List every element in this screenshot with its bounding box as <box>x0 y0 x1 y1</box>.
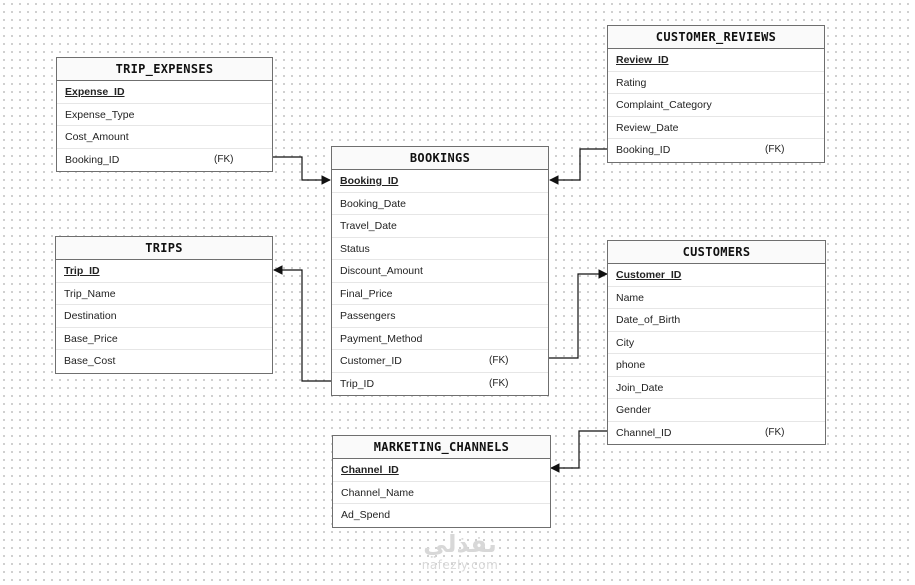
relationship-customers-to-marketing-channels <box>550 430 608 473</box>
entity-marketing-channels[interactable]: MARKETING_CHANNELS Channel_ID Channel_Na… <box>332 435 551 528</box>
attribute-row: Review_ID <box>608 49 824 72</box>
entity-title: CUSTOMER_REVIEWS <box>608 26 824 49</box>
entity-title: CUSTOMERS <box>608 241 825 264</box>
attribute-name: Booking_Date <box>340 197 406 210</box>
attribute-row: Expense_Type <box>57 104 272 126</box>
watermark-domain-text: nafezly.com <box>421 558 499 572</box>
attribute-row: Complaint_Category <box>608 94 824 117</box>
attribute-row: Booking_Date <box>332 193 548 215</box>
attribute-name: Travel_Date <box>340 220 397 232</box>
entity-customers[interactable]: CUSTOMERS Customer_ID Name Date_of_Birth… <box>607 240 826 445</box>
attribute-row: Discount_Amount <box>332 260 548 283</box>
attribute-name: Name <box>616 291 645 304</box>
attribute-name: Cost_Amount <box>65 131 129 143</box>
relationship-bookings-to-customers <box>549 269 608 359</box>
attribute-row: Base_Price <box>56 328 272 350</box>
attribute-name: Channel_ID <box>341 464 399 476</box>
attribute-name: Booking_ID <box>616 144 671 156</box>
entity-trips[interactable]: TRIPS Trip_ID Trip_Name Destination Base… <box>55 236 273 374</box>
fk-marker: (FK) <box>489 355 509 366</box>
attribute-row: Booking_ID <box>332 170 548 193</box>
attribute-name: Channel_Name <box>341 486 414 499</box>
attribute-name: Base_Cost <box>64 355 116 367</box>
entity-trip-expenses[interactable]: TRIP_EXPENSES Expense_ID Expense_Type Co… <box>56 57 273 172</box>
attribute-row: Channel_ID (FK) <box>608 422 825 445</box>
attribute-name: Expense_Type <box>65 108 135 121</box>
attribute-name: Status <box>340 242 370 255</box>
entity-title: MARKETING_CHANNELS <box>333 436 550 459</box>
attribute-name: phone <box>616 359 646 371</box>
attribute-name: Booking_ID <box>340 175 399 187</box>
attribute-row: phone <box>608 354 825 377</box>
attribute-row: Rating <box>608 72 824 94</box>
attribute-row: Ad_Spend <box>333 504 550 527</box>
attribute-name: Base_Price <box>64 332 118 345</box>
attribute-name: Customer_ID <box>340 355 402 367</box>
attribute-name: Trip_ID <box>340 377 375 390</box>
attribute-row: Status <box>332 238 548 260</box>
attribute-name: Discount_Amount <box>340 265 423 277</box>
attribute-name: Date_of_Birth <box>616 314 681 326</box>
attribute-row: Expense_ID <box>57 81 272 104</box>
attribute-name: Ad_Spend <box>341 509 391 521</box>
attribute-row: Destination <box>56 305 272 328</box>
relationship-bookings-to-trips <box>273 265 332 382</box>
attribute-row: Base_Cost <box>56 350 272 373</box>
attribute-name: City <box>616 336 635 349</box>
attribute-row: Trip_ID <box>56 260 272 283</box>
attribute-row: Review_Date <box>608 117 824 139</box>
attribute-name: Trip_Name <box>64 287 116 300</box>
relationship-customer-reviews-to-bookings <box>549 148 608 185</box>
attribute-name: Final_Price <box>340 287 393 300</box>
fk-marker: (FK) <box>489 377 509 389</box>
attribute-row: Final_Price <box>332 283 548 305</box>
attribute-row: Channel_ID <box>333 459 550 482</box>
relationship-trip-expenses-to-bookings <box>272 156 331 185</box>
attribute-name: Review_Date <box>616 121 679 134</box>
attribute-name: Channel_ID <box>616 426 672 439</box>
attribute-row: Customer_ID (FK) <box>332 350 548 373</box>
attribute-row: Trip_ID (FK) <box>332 373 548 396</box>
attribute-name: Booking_ID <box>65 153 120 166</box>
watermark-arabic-text: نفذلي <box>423 530 497 558</box>
attribute-row: Booking_ID (FK) <box>608 139 824 162</box>
attribute-row: Booking_ID (FK) <box>57 149 272 172</box>
attribute-name: Customer_ID <box>616 269 682 281</box>
attribute-row: Payment_Method <box>332 328 548 350</box>
entity-title: TRIP_EXPENSES <box>57 58 272 81</box>
fk-marker: (FK) <box>765 426 785 438</box>
attribute-row: Trip_Name <box>56 283 272 305</box>
attribute-row: City <box>608 332 825 354</box>
attribute-name: Payment_Method <box>340 332 423 345</box>
attribute-name: Review_ID <box>616 54 669 66</box>
entity-bookings[interactable]: BOOKINGS Booking_ID Booking_Date Travel_… <box>331 146 549 396</box>
attribute-row: Customer_ID <box>608 264 825 287</box>
entity-title: TRIPS <box>56 237 272 260</box>
attribute-row: Join_Date <box>608 377 825 399</box>
fk-marker: (FK) <box>765 144 785 155</box>
attribute-row: Channel_Name <box>333 482 550 504</box>
watermark-logo: نفذلي nafezly.com <box>400 530 520 572</box>
attribute-name: Rating <box>616 76 647 89</box>
entity-title: BOOKINGS <box>332 147 548 170</box>
entity-customer-reviews[interactable]: CUSTOMER_REVIEWS Review_ID Rating Compla… <box>607 25 825 163</box>
attribute-name: Trip_ID <box>64 265 100 277</box>
attribute-row: Gender <box>608 399 825 422</box>
attribute-row: Passengers <box>332 305 548 328</box>
attribute-row: Name <box>608 287 825 309</box>
attribute-name: Complaint_Category <box>616 99 712 111</box>
attribute-row: Travel_Date <box>332 215 548 238</box>
attribute-name: Destination <box>64 310 117 322</box>
fk-marker: (FK) <box>214 153 234 165</box>
attribute-name: Join_Date <box>616 381 664 394</box>
attribute-name: Gender <box>616 404 652 416</box>
attribute-name: Passengers <box>340 310 396 322</box>
attribute-name: Expense_ID <box>65 86 125 98</box>
attribute-row: Cost_Amount <box>57 126 272 149</box>
attribute-row: Date_of_Birth <box>608 309 825 332</box>
